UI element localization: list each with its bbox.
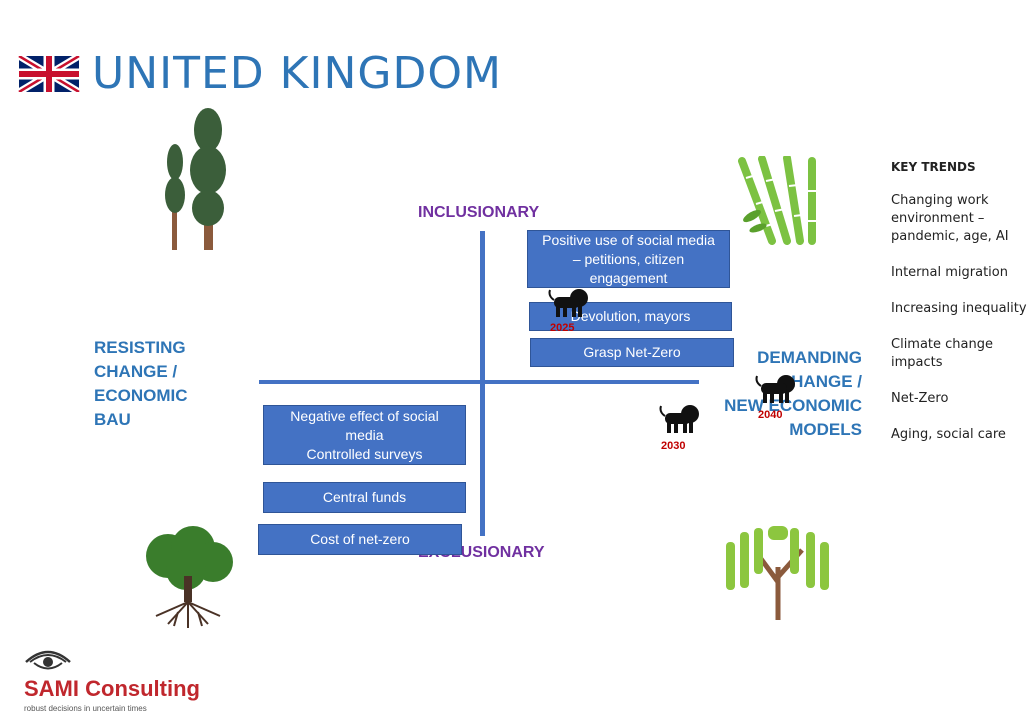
axis-label-left: RESISTING CHANGE / ECONOMIC BAU xyxy=(94,336,188,432)
key-trends-heading: KEY TRENDS xyxy=(891,160,976,174)
axis-label-right-line: MODELS xyxy=(789,420,862,439)
scenario-box: Central funds xyxy=(263,482,466,513)
axis-label-right-line: CHANGE / xyxy=(778,372,862,391)
eye-icon xyxy=(25,650,71,670)
lion-icon xyxy=(659,405,699,433)
axis-label-right: DEMANDING CHANGE / NEW ECONOMIC MODELS xyxy=(712,346,862,442)
year-label: 2030 xyxy=(661,440,686,452)
trend-item: Increasing inequality xyxy=(891,301,1027,316)
oak-tree-icon xyxy=(146,526,233,628)
box-text: Grasp Net-Zero xyxy=(583,344,681,360)
brand-name: SAMI Consulting xyxy=(24,676,200,701)
trend-item: Aging, social care xyxy=(891,427,1006,442)
axis-label-left-line: CHANGE / xyxy=(94,362,178,381)
box-text: Controlled surveys xyxy=(306,445,423,462)
trend-item: Changing work environment – pandemic, ag… xyxy=(891,193,1009,244)
scenario-box: Cost of net-zero xyxy=(258,524,462,555)
page-title: UNITED KINGDOM xyxy=(92,48,502,99)
year-label: 2025 xyxy=(550,322,575,334)
axis-label-top: INCLUSIONARY xyxy=(418,204,540,221)
title-row: UNITED KINGDOM xyxy=(18,48,502,99)
box-text: Negative effect of social xyxy=(290,407,439,424)
scenario-box: Positive use of social media – petitions… xyxy=(527,230,730,288)
scenario-box: Grasp Net-Zero xyxy=(530,338,734,367)
lion-icon xyxy=(548,289,588,317)
trend-item: Internal migration xyxy=(891,265,1008,280)
box-text: media xyxy=(345,426,384,443)
axis-label-right-line: DEMANDING xyxy=(757,348,862,367)
horizontal-axis xyxy=(259,380,699,384)
box-text: – petitions, citizen xyxy=(572,250,685,267)
key-trends-panel: KEY TRENDS Changing work environment – p… xyxy=(891,160,1035,462)
scenario-box: Negative effect of social media Controll… xyxy=(263,405,466,465)
willow-tree-icon xyxy=(726,526,829,620)
trend-item: Climate change impacts xyxy=(891,337,994,370)
uk-flag-icon xyxy=(18,55,80,92)
axis-label-left-line: BAU xyxy=(94,410,131,429)
box-text: Cost of net-zero xyxy=(310,531,410,547)
axis-label-left-line: ECONOMIC xyxy=(94,386,188,405)
axis-label-left-line: RESISTING xyxy=(94,338,186,357)
box-text: Devolution, mayors xyxy=(570,308,691,324)
trend-item: Net-Zero xyxy=(891,391,949,406)
axis-label-right-line: NEW ECONOMIC xyxy=(724,396,862,415)
bamboo-icon xyxy=(738,156,816,245)
lion-icon xyxy=(755,375,795,403)
brand-tagline: robust decisions in uncertain times xyxy=(24,704,147,713)
redwood-trees-icon xyxy=(165,108,226,250)
box-text: engagement xyxy=(589,269,668,286)
box-text: Central funds xyxy=(322,489,407,505)
year-label: 2040 xyxy=(758,409,783,421)
box-text: Positive use of social media xyxy=(542,231,715,248)
